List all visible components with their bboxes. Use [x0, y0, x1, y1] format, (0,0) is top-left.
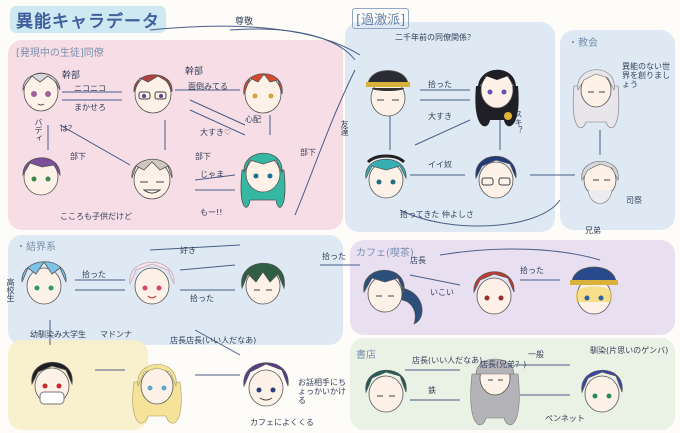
note-hirotta-1: 拾った	[428, 80, 452, 89]
note-madonna: マドンナ	[100, 330, 132, 339]
note-hirotta-5: 拾った	[520, 266, 544, 275]
face-red-spiky[interactable]	[238, 62, 288, 118]
face-red-tidy[interactable]	[468, 262, 520, 320]
note-cafe: カフェによくくる	[250, 418, 314, 427]
face-silver-bearded[interactable]	[574, 150, 626, 210]
note-suki-1: スキ？	[514, 110, 523, 134]
note-suki-2: 好き	[180, 246, 196, 255]
note-sharyou: 馴染(片思いのゲンバ)	[590, 346, 668, 355]
face-green-dark-hair[interactable]	[236, 252, 290, 310]
note-kyodai: 兄弟	[585, 226, 601, 235]
note-bukka-3: 部下	[300, 148, 316, 157]
note-koukousei: 高校生	[6, 278, 15, 302]
note-shisai: 司祭	[626, 196, 642, 205]
note-jama: じゃま	[200, 170, 224, 179]
face-red-glasses[interactable]	[128, 62, 178, 118]
face-teal-long[interactable]	[236, 140, 290, 214]
note-manager-2: 店長(兄弟？)	[480, 360, 526, 369]
face-teal-sleepy[interactable]	[360, 360, 412, 418]
note-shinpai: 心配	[245, 115, 261, 124]
note-hirotta-2: 拾った	[82, 270, 106, 279]
note-kokoromo: こころも子供だけど	[60, 212, 132, 221]
note-hanashi: お話相手にちょっかいかける	[298, 378, 348, 405]
note-kanbu-2: 幹部	[185, 68, 203, 77]
face-pink-white-hair[interactable]	[124, 252, 180, 312]
note-osananajimi: 幼馴染み大学生	[30, 330, 86, 339]
note-bukka-2: 部下	[195, 152, 211, 161]
face-teal-headband[interactable]	[360, 148, 412, 204]
note-manager-1: 店長(いい人だなあ)	[412, 356, 482, 365]
note-buddy: バディ	[34, 118, 43, 142]
note-ha: は？	[60, 124, 76, 133]
note-sekai: 異能のない世界を創りましょう	[622, 62, 676, 89]
note-tomodachi: 友達	[340, 120, 349, 136]
note-sonkei: 尊敬	[235, 18, 253, 27]
face-silver-hair[interactable]	[18, 60, 64, 116]
face-violet-smirk[interactable]	[238, 352, 294, 414]
note-niconico: ニコニコ	[74, 84, 106, 93]
note-mo: もー!!	[200, 208, 222, 217]
face-purple-short[interactable]	[18, 145, 64, 199]
face-officer-cap[interactable]	[362, 62, 414, 120]
note-pen: ペンネット	[545, 414, 585, 423]
face-ash-grin[interactable]	[126, 148, 178, 204]
note-kanbu-1: 幹部	[62, 72, 80, 81]
face-blonde-long[interactable]	[128, 352, 186, 428]
note-hirotta-4: 拾った	[322, 252, 346, 261]
note-bukka-1: 部下	[70, 152, 86, 161]
face-blue-spiky[interactable]	[18, 252, 70, 310]
note-iiyatsu: イイ奴	[428, 160, 452, 169]
face-navy-ponytail[interactable]	[358, 258, 428, 326]
note-ippan: 一般	[528, 350, 544, 359]
face-blue-grin[interactable]	[576, 360, 628, 418]
face-blonde-cap[interactable]	[566, 258, 622, 320]
note-daisuki-radical: 大すき	[428, 112, 452, 121]
note-hirotta-3: 拾った	[190, 294, 214, 303]
note-makase: まかせろ	[74, 103, 106, 112]
note-tetsu: 鉄	[428, 386, 436, 395]
note-ikoi: いこい	[430, 288, 454, 297]
note-hirottekita: 拾ってきた 仲よしさ	[400, 210, 474, 219]
face-black-masked[interactable]	[26, 352, 78, 414]
face-white-long-hair[interactable]	[568, 60, 624, 132]
note-tenchou-text: 店長店長(いい人だなあ)	[170, 336, 256, 345]
face-navy-glasses[interactable]	[470, 146, 522, 204]
note-daisuki: 大すき♡	[200, 128, 231, 137]
note-menko: 面倒みてる	[188, 82, 228, 91]
note-tenchou-1: 店長	[410, 256, 426, 265]
